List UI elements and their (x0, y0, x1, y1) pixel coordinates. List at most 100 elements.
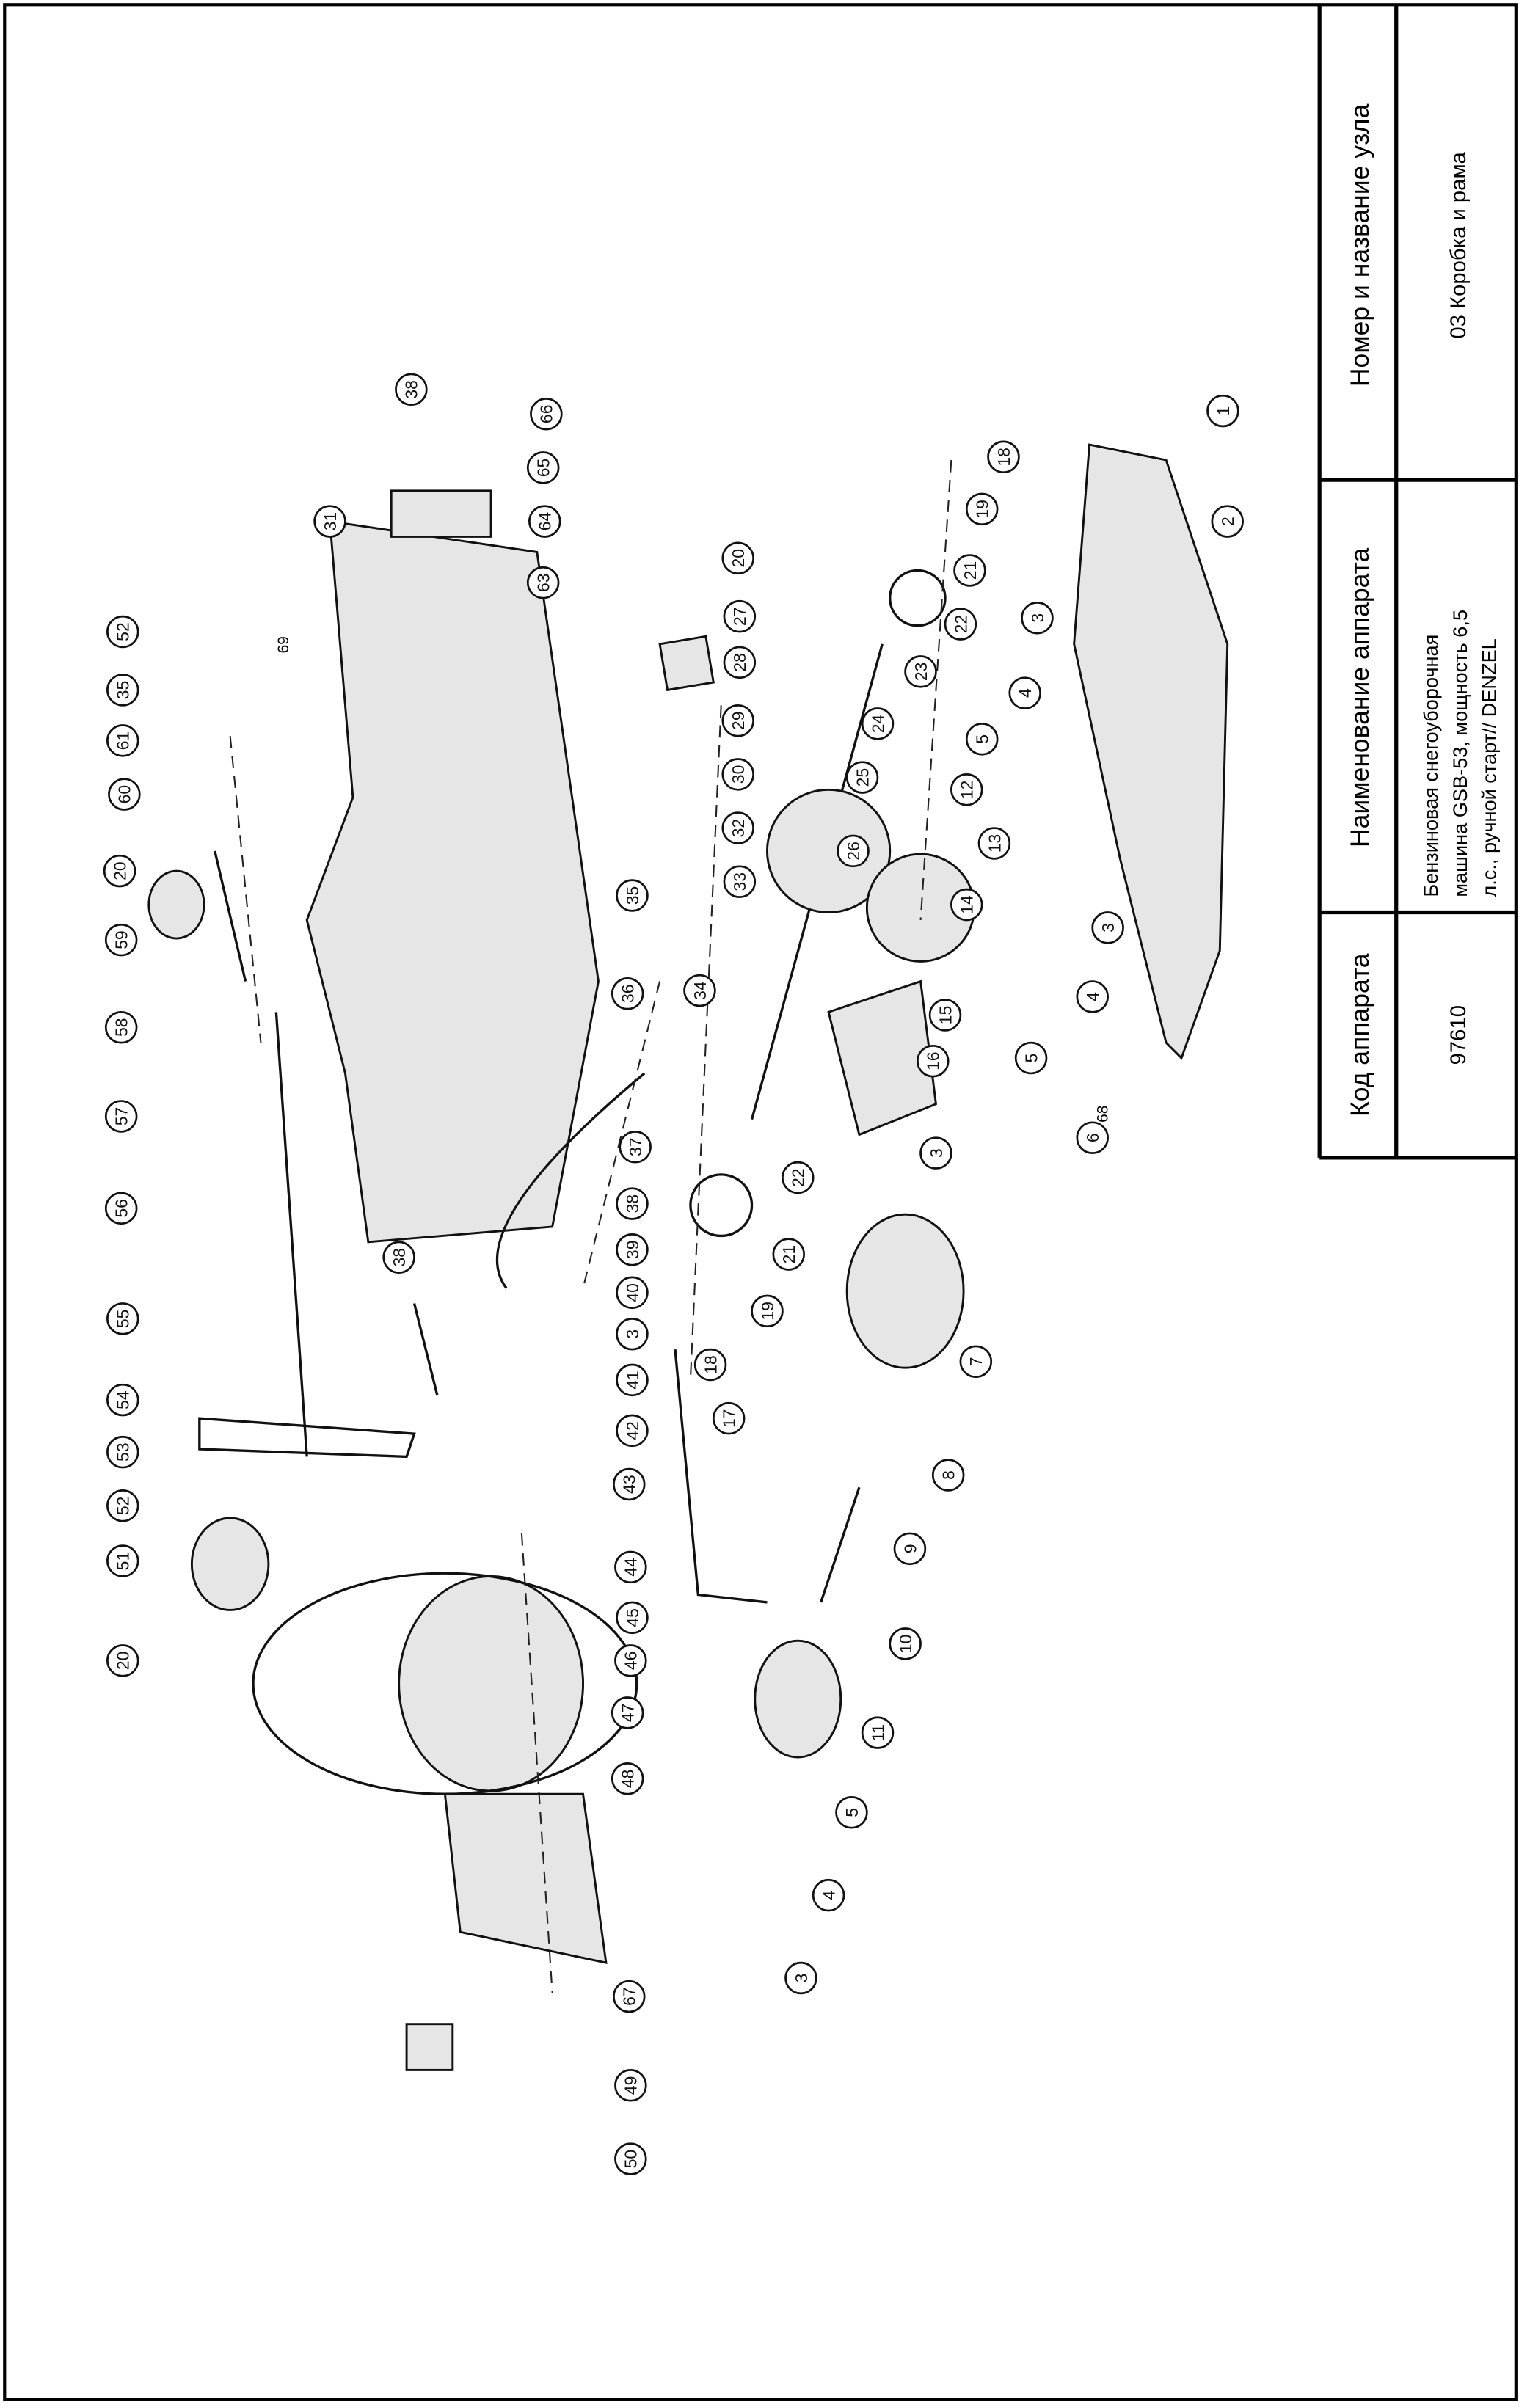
callout-number: 56 (112, 1199, 131, 1218)
callout-circle (616, 1414, 649, 1448)
callout-circle (106, 615, 139, 649)
callout-number: 6 (1083, 1133, 1102, 1142)
part-callout: 12 (950, 773, 983, 806)
part-callout: 25 (845, 761, 879, 794)
callout-number: 7 (966, 1357, 986, 1366)
callout-number: 14 (958, 895, 977, 914)
callout-circle (1076, 1121, 1109, 1154)
callout-circle (919, 1136, 952, 1170)
callout-circle (931, 1459, 965, 1492)
callout-circle (614, 1550, 647, 1584)
part-callout: 14 (950, 888, 983, 922)
callout-number: 65 (534, 459, 553, 478)
part-callout: 21 (953, 554, 986, 587)
part-callout: 57 (104, 1100, 138, 1133)
callout-circle (928, 999, 962, 1032)
node-value: 03 Коробка и рама (1447, 151, 1471, 338)
callout-number: 67 (620, 1987, 639, 2006)
callout-circle (1211, 505, 1244, 538)
callout-number: 11 (868, 1724, 887, 1742)
callout-circle (613, 1980, 646, 2013)
part-callout: 3 (1091, 911, 1124, 944)
callout-circle (721, 704, 754, 737)
part-callout: 11 (861, 1716, 895, 1749)
lever-53 (198, 1417, 416, 1459)
callout-circle (965, 492, 999, 526)
callout-number: 29 (729, 711, 748, 730)
callout-circle (784, 1961, 817, 1995)
callout-number: 3 (623, 1329, 642, 1339)
sheet-border (3, 3, 1518, 2401)
callout-number: 12 (958, 781, 977, 800)
bearing-upper (889, 569, 947, 627)
callout-circle (837, 834, 870, 868)
callout-number: 35 (114, 681, 133, 700)
callout-circle (526, 566, 560, 599)
callout-circle (751, 1294, 784, 1328)
part-callout: 31 (313, 505, 346, 538)
callout-number: 19 (973, 500, 992, 519)
callout-number: 25 (853, 768, 872, 787)
callout-circle (723, 646, 757, 679)
callout-number: 13 (985, 834, 1004, 853)
spring-upper (214, 850, 247, 982)
callout-number: 15 (936, 1006, 955, 1025)
part-callout: 58 (104, 1010, 138, 1044)
callout-circle (616, 1363, 649, 1397)
callout-circle (613, 1467, 646, 1501)
callout-number: 5 (1021, 1054, 1041, 1063)
callout-number: 47 (619, 1704, 638, 1723)
callout-number: 4 (1083, 992, 1102, 1001)
callout-number: 48 (619, 1770, 638, 1789)
callout-number: 42 (623, 1421, 642, 1440)
part-callout: 42 (616, 1414, 649, 1448)
bearing-lower (689, 1173, 754, 1238)
callout-circle (950, 773, 983, 806)
callout-number: 3 (927, 1148, 946, 1158)
part-callout: 47 (611, 1696, 644, 1729)
callout-number: 22 (951, 615, 970, 634)
callout-circle (528, 505, 561, 538)
callout-number: 20 (729, 549, 748, 568)
part-callout: 9 (893, 1532, 927, 1566)
callout-number: 18 (701, 1355, 720, 1374)
part-callout: 49 (614, 2069, 647, 2102)
callout-number: 52 (114, 1497, 133, 1516)
callout-number: 21 (961, 561, 980, 580)
callout-circle (953, 554, 986, 587)
part-callout: 59 (104, 923, 138, 957)
callout-number: 5 (973, 734, 992, 744)
callout-circle (812, 1878, 845, 1912)
callout-circle (917, 1044, 950, 1078)
callout-circle (721, 541, 754, 574)
part-callout: 53 (106, 1435, 139, 1469)
label-68: 68 (1095, 1106, 1112, 1123)
callout-number: 59 (112, 930, 131, 949)
code-value: 97610 (1447, 1005, 1471, 1065)
part-callout: 36 (611, 977, 644, 1010)
callout-number: 30 (729, 765, 748, 784)
callout-number: 45 (623, 1608, 642, 1627)
callout-circle (944, 608, 977, 641)
callout-number: 64 (536, 512, 555, 531)
callout-circle (106, 1544, 139, 1577)
callout-circle (619, 1131, 652, 1164)
part-callout: 23 (904, 655, 937, 688)
callout-circle (614, 2142, 647, 2175)
callout-circle (1076, 980, 1109, 1013)
part-callout: 52 (106, 615, 139, 649)
part-callout: 50 (614, 2142, 647, 2175)
callout-number: 36 (619, 984, 638, 1003)
callout-circle (889, 1627, 922, 1660)
callout-number: 43 (620, 1475, 639, 1494)
callout-circle (106, 1383, 139, 1417)
callout-number: 10 (896, 1635, 915, 1654)
part-callout: 66 (530, 398, 563, 431)
part-callout: 44 (614, 1550, 647, 1584)
callout-circle (721, 811, 754, 844)
device-name-header: Наименование аппарата (1345, 548, 1374, 848)
callout-circle (382, 1241, 415, 1274)
gearbox-plate (305, 519, 600, 1244)
callout-circle (616, 1601, 649, 1635)
